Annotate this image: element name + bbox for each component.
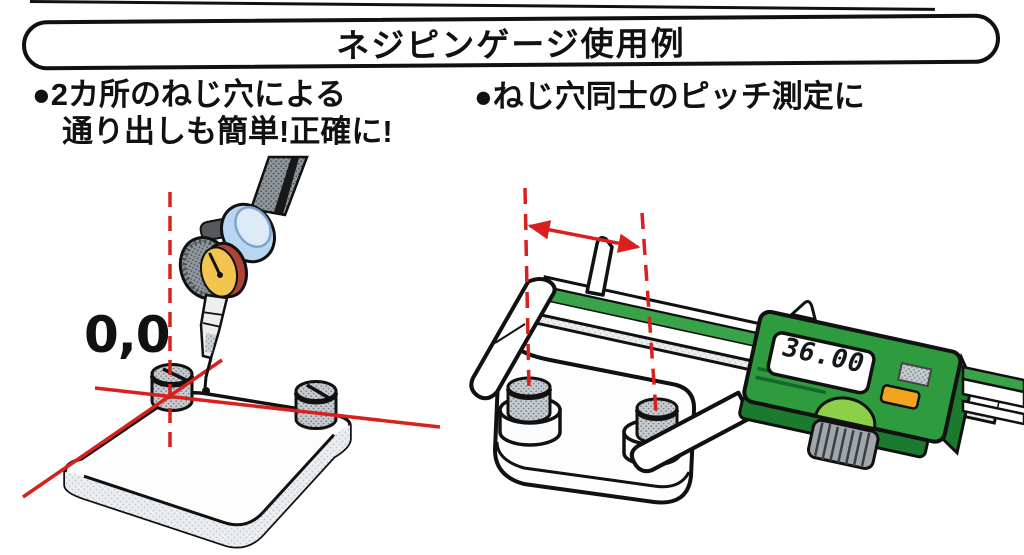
pin-gauge-right [294, 380, 338, 430]
depth-fin [788, 300, 818, 322]
origin-coordinate-label: 0,0 [84, 306, 171, 364]
dial-indicator-icon [178, 155, 309, 395]
caliper-body [738, 300, 974, 470]
title-banner: ネジピンゲージ使用例 [21, 13, 1001, 71]
example-left-line1: ●2カ所のねじ穴による [32, 77, 347, 112]
example-left-line2: 通り出しも簡単!正確に! [62, 114, 393, 150]
centerline-left-dashed [523, 187, 531, 391]
thumb-roller [806, 418, 880, 470]
pitch-dimension [523, 187, 658, 413]
crosshair-lines [22, 192, 441, 499]
dial-indicator-figure [22, 155, 441, 549]
upper-jaw [585, 236, 614, 297]
inner-jaw [629, 390, 754, 474]
pin-slot [162, 367, 189, 383]
solar-panel [897, 361, 933, 388]
bullet-icon: ● [32, 77, 51, 112]
stylus [203, 357, 213, 389]
page-title: ネジピンゲージ使用例 [336, 24, 686, 65]
bullet-icon: ● [474, 79, 493, 114]
example-right-caption: ●ねじ穴同士のピッチ測定に [474, 79, 865, 114]
pin-slot [306, 383, 330, 400]
outer-jaw [469, 277, 557, 401]
contact-ball [202, 387, 210, 395]
example-left-caption: ●2カ所のねじ穴による 通り出しも簡単!正確に! [32, 76, 393, 150]
indicator-body [199, 293, 229, 360]
caliper-figure [469, 187, 1024, 505]
workpiece-plate [63, 390, 352, 549]
thumb-grip [813, 396, 877, 431]
dimension-arrow [527, 220, 641, 253]
page-top-rule [29, 0, 935, 11]
lcd-display [766, 331, 876, 395]
pin-gauge-left [506, 376, 552, 424]
dial-needle [208, 252, 222, 277]
origin-button[interactable] [879, 384, 921, 410]
beam-right-exit [961, 365, 1024, 426]
centerline-right-dashed [640, 212, 658, 413]
